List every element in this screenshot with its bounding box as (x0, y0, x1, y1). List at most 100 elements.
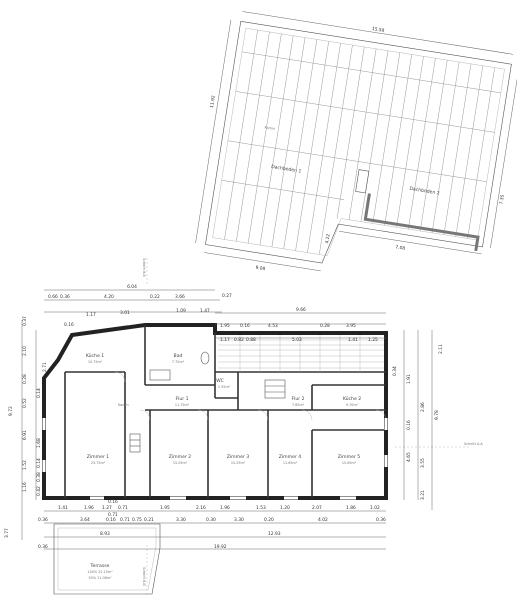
roof-width-dim: 15.58 (371, 26, 385, 34)
room-zimmer4-name: Zimmer 4 (279, 454, 302, 460)
dim-top-r2-0: 0.66 (48, 294, 58, 300)
dim-left-2: 2.71 (42, 362, 48, 372)
dim-bot-r1-10: 1.86 (346, 505, 356, 511)
dim-bot-r1-9: 2.07 (312, 505, 322, 511)
dim-top-right-overall: 9.66 (296, 307, 306, 313)
room-kueche2-name: Küche 2 (343, 396, 361, 402)
roof-inner-bottom-dim: 7.08 (395, 244, 406, 251)
room-terrasse-area2: 50% 11.08m² (89, 576, 113, 580)
ground-floor-plan: Küche 1 10.75m² Bad 7.70m² WC 1.55m² Flu… (42, 323, 388, 595)
roof-plan: 15.58 11.92 7.35 4.22 7.08 9.08 Dachbode… (195, 11, 517, 272)
room-zimmer1-name: Zimmer 1 (87, 454, 110, 460)
dims-right: 2.11 1.91 0.34 9.78 2.86 0.16 4.65 3.55 … (392, 344, 444, 500)
dim-top-r4-0: 1.95 (220, 323, 230, 329)
dim-bot-r2-3: 0.71 (120, 517, 130, 523)
dim-bot-r2-7: 0.30 (206, 517, 216, 523)
section-marker-right: Schnitt A-A (464, 442, 483, 446)
dim-top-r3-3: 1.09 (176, 308, 186, 314)
room-zimmer5-name: Zimmer 5 (338, 454, 361, 460)
dim-left-6: 0.52 (22, 398, 28, 408)
dim-bot-r1-2: 1.27 (102, 505, 112, 511)
dim-top-r5-2: 0.88 (246, 337, 256, 343)
dim-bot-r2-4: 0.75 (132, 517, 142, 523)
dim-top-r2-4: 3.66 (175, 294, 185, 300)
dim-bot-r1b-0: 0.16 (108, 499, 118, 505)
dim-bot-r2-10: 4.02 (318, 517, 328, 523)
roof-left-dim: 11.92 (209, 95, 217, 109)
roof-bottom-dim: 9.08 (255, 265, 266, 272)
dim-bot-r3-0: 8.93 (100, 531, 110, 537)
dim-left-14: 3.77 (4, 528, 10, 538)
kamin-label-ground: Kamin (118, 403, 129, 407)
dim-left-0: 0.37 (22, 316, 28, 326)
dim-bot-r2-5: 0.21 (144, 517, 154, 523)
room-terrasse-name: Terrasse (90, 563, 110, 569)
dim-right-3: 9.78 (434, 410, 440, 420)
room-terrasse-area1: 100% 22.15m² (87, 570, 113, 574)
room-zimmer1-area: 23.75m² (91, 461, 106, 465)
dim-top-r5-5: 1.25 (368, 337, 378, 343)
dim-top-r5-4: 1.41 (348, 337, 358, 343)
dim-bot-r4-1: 19.92 (214, 544, 227, 550)
dim-top-overall: 6.04 (127, 284, 137, 290)
roof-right-dim: 7.35 (498, 194, 505, 205)
dim-bot-r1-4: 1.95 (160, 505, 170, 511)
room-flur1-area: 11.75m² (175, 403, 190, 407)
room-wc-area: 1.55m² (218, 385, 231, 389)
room-kueche1-area: 10.75m² (88, 360, 103, 364)
dim-bot-r1-7: 1.53 (256, 505, 266, 511)
room-flur2-area: 7.85m² (292, 403, 305, 407)
dim-bot-r1-6: 1.96 (220, 505, 230, 511)
dim-bot-r2-9: 0.20 (264, 517, 274, 523)
section-marker-bottom: Schnitt B-B (142, 567, 146, 586)
dim-right-4: 2.86 (420, 402, 426, 412)
dim-top-r2-1: 0.36 (60, 294, 70, 300)
dim-top-r5-1: 0.82 (234, 337, 244, 343)
dim-bot-r1-3: 0.71 (118, 505, 128, 511)
dim-bot-r2-2: 0.16 (106, 517, 116, 523)
room-zimmer4-area: 11.65m² (283, 461, 298, 465)
dim-top-r4-2: 4.53 (268, 323, 278, 329)
dim-left-3: 0.28 (22, 374, 28, 384)
dim-top-r3-2: 3.01 (120, 310, 130, 316)
dim-left-9: 0.14 (36, 458, 42, 468)
dim-top-r2-2: 4.20 (104, 294, 114, 300)
dim-bot-r1b-1: 0.71 (108, 512, 118, 518)
dim-bot-r1-8: 1.20 (280, 505, 290, 511)
dims-left: 0.37 2.10 2.71 0.28 9.72 0.14 0.52 6.91 … (4, 316, 48, 538)
dim-top-r3-0: 0.16 (64, 322, 74, 328)
dim-left-8: 1.68 (36, 438, 42, 448)
dim-right-0: 2.11 (438, 344, 444, 354)
room-zimmer3-name: Zimmer 3 (227, 454, 250, 460)
dim-left-13: 0.42 (36, 486, 42, 496)
roof-inner-right-dim: 4.22 (324, 233, 331, 244)
dim-top-r2-5: 0.27 (222, 293, 232, 299)
section-marker-top: Schnitt B-B (142, 258, 146, 277)
room-zimmer5-area: 15.85m² (342, 461, 357, 465)
dim-top-r3-4: 1.47 (200, 308, 210, 314)
dim-top-r4-4: 3.95 (346, 323, 356, 329)
dim-right-1: 1.91 (406, 374, 412, 384)
room-kueche2-area: 9.70m² (346, 403, 359, 407)
dim-top-r4-1: 0.16 (240, 323, 250, 329)
dim-bot-r3-1: 12.93 (268, 531, 281, 537)
attic2-label: Dachboden 2 (409, 186, 440, 197)
room-bad-name: Bad (174, 353, 183, 359)
dim-right-7: 3.55 (420, 458, 426, 468)
dim-right-2: 0.34 (392, 366, 398, 376)
dim-bot-r2-1: 3.64 (80, 517, 90, 523)
room-wc-name: WC (216, 378, 224, 384)
room-zimmer2-area: 15.05m² (173, 461, 188, 465)
roof-kamin-label: Kamin (264, 125, 275, 131)
dim-right-8: 3.21 (420, 490, 426, 500)
dim-left-4: 9.72 (8, 406, 14, 416)
dim-bot-r1-0: 1.41 (58, 505, 68, 511)
dim-top-r3-1: 1.17 (86, 312, 96, 318)
dim-left-1: 2.10 (22, 346, 28, 356)
dim-right-6: 4.65 (406, 452, 412, 462)
dim-top-r2-3: 0.22 (150, 294, 160, 300)
dim-top-r5-0: 1.17 (220, 337, 230, 343)
dim-bot-r4-0: 0.36 (38, 544, 48, 550)
attic1-label: Dachboden 1 (271, 164, 302, 175)
